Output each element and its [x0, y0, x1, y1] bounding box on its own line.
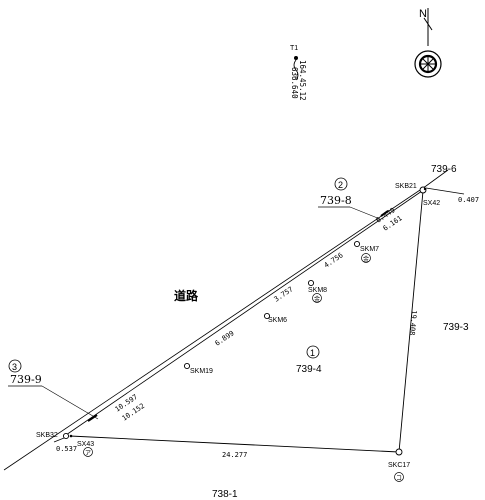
label-skm8: SKM8 — [308, 287, 327, 294]
label-skm7: SKM7 — [360, 246, 379, 253]
label-sx42: SX42 — [423, 200, 440, 207]
mark-skc17: コ — [396, 475, 402, 482]
point-sx43-marker — [69, 434, 73, 438]
label-sx43: SX43 — [77, 441, 94, 448]
label-skm6: SKM6 — [268, 317, 287, 324]
point-skm7-marker — [353, 240, 361, 248]
parcel-boundaries — [53, 187, 465, 453]
distance-24277: 24.277 — [222, 451, 247, 459]
parcel-739-4-number: 1 — [310, 348, 315, 358]
mark-skm8: 金 — [314, 295, 320, 303]
benchmark-t1: T1 164.45.12 636.640 — [290, 45, 307, 101]
point-skm6-marker — [263, 312, 271, 320]
parcel-739-3: 739-3 — [443, 322, 469, 333]
mark-skm7: 金 — [363, 255, 369, 263]
label-skb32: SKB32 — [36, 432, 58, 439]
point-skc17-marker — [395, 448, 403, 456]
north-arrow-icon: N — [414, 8, 442, 78]
point-sx42-marker — [423, 187, 427, 191]
distance-0537: 0.537 — [56, 445, 77, 453]
label-skm19: SKM19 — [190, 368, 213, 375]
benchmark-coord-x: 164.45.12 — [298, 60, 307, 101]
point-skb32-marker — [62, 432, 70, 440]
benchmark-coord-y: 636.640 — [290, 67, 299, 99]
annotation-739-8: 739-8 — [320, 194, 352, 207]
annotation-739-9: 739-9 — [10, 373, 42, 386]
label-skc17: SKC17 — [388, 462, 410, 469]
point-skm8-marker — [307, 279, 315, 287]
road-label: 道路 — [174, 288, 199, 303]
annotation-2-number: 2 — [338, 180, 343, 190]
annotation-3-number: 3 — [12, 362, 17, 372]
distance-3757: 3.757 — [273, 285, 295, 303]
road-boundary — [3, 169, 449, 471]
parcel-739-4: 739-4 — [296, 364, 322, 375]
point-skm19-marker — [183, 362, 191, 370]
label-skb21: SKB21 — [395, 183, 417, 190]
survey-points — [62, 186, 427, 456]
distance-4756: 4.756 — [323, 251, 345, 269]
parcel-739-6: 739-6 — [431, 164, 457, 175]
mark-sx43: ア — [85, 450, 91, 457]
distance-19408: 19.408 — [408, 310, 418, 336]
distance-0407: 0.407 — [458, 196, 479, 204]
parcel-738-1: 738-1 — [212, 489, 238, 500]
benchmark-name: T1 — [290, 45, 298, 52]
north-label: N — [419, 8, 427, 20]
